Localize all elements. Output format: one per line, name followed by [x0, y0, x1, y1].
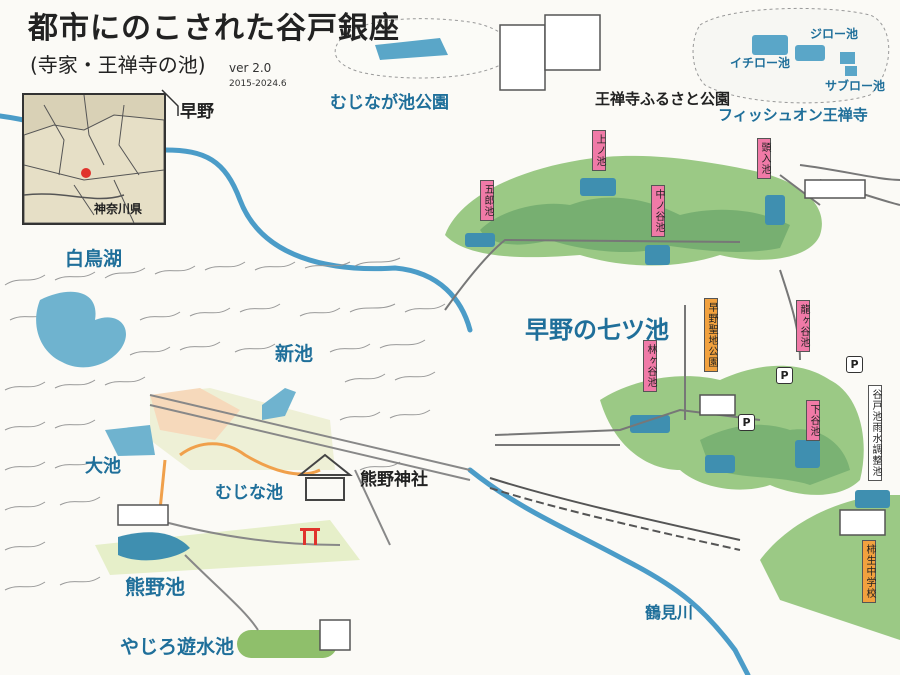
tag-school: 柿生中学校 — [862, 540, 876, 603]
tag-shimo-pond: 下谷池 — [806, 400, 820, 441]
hakucho-lake-label: 白鳥湖 — [65, 248, 123, 270]
apartment-buildings — [499, 14, 601, 91]
forest-upper-right-shade — [480, 197, 790, 253]
inset-pointer-label: 早野 — [180, 102, 214, 122]
hayano-seven-ponds-label: 早野の七ツ池 — [525, 316, 669, 344]
tag-kami-pond: 上ノ池 — [592, 130, 606, 171]
parking-marker-1: P — [776, 367, 793, 384]
tag-naka-pond: 中ノ谷池 — [651, 185, 665, 237]
kumano-shrine-drawing — [297, 453, 353, 545]
ichiro-pond-water — [752, 35, 788, 55]
saburo-pond-water — [840, 52, 855, 64]
parking-marker-2: P — [738, 414, 755, 431]
mujina-pond-label: むじな池 — [215, 483, 283, 503]
ichiro-pond-label: イチロー池 — [730, 56, 791, 70]
right-roads — [444, 164, 900, 446]
version-label: ver 2.0 — [229, 61, 272, 75]
inset-locator-map: 神奈川県 — [22, 93, 166, 225]
ozenji-furusato-park-label: 王禅寺ふるさと公園 — [595, 90, 731, 108]
yajiro-pond-label: やじろ遊水池 — [120, 636, 235, 658]
shin-pond-label: 新池 — [275, 343, 314, 365]
right-buildings — [699, 179, 886, 536]
field-green-stripes — [95, 520, 360, 575]
yajiro-pond-water — [237, 630, 337, 658]
map-subtitle: (寺家・王禅寺の池) — [30, 53, 206, 77]
road-lower-right-b — [489, 487, 741, 551]
tsurumi-river-label: 鶴見川 — [645, 603, 694, 622]
jiro-pond-label: ジロー池 — [810, 27, 859, 41]
left-terrain-hatching — [4, 257, 446, 591]
tag-hayashi-pond: 林ヶ谷池 — [643, 340, 657, 392]
date-range-label: 2015-2024.6 — [229, 79, 287, 89]
o-pond-water — [105, 425, 155, 456]
inset-regions — [24, 95, 164, 223]
tag-goro-pond: 五郎池 — [480, 180, 494, 221]
o-pond-label: 大池 — [85, 456, 121, 477]
shin-pond-water — [262, 388, 296, 420]
kumano-shrine-label: 熊野神社 — [360, 470, 428, 490]
inset-pointer-line — [161, 89, 179, 116]
right-ponds — [465, 178, 890, 508]
tag-hayano-park: 早野聖地公園 — [704, 298, 718, 372]
tag-iriiri-pond: 頭入池 — [757, 138, 771, 179]
tag-yato-detention: 谷戸池雨水調整池 — [868, 385, 882, 481]
road-lower-right — [489, 477, 741, 541]
kumano-pond-water — [118, 532, 190, 561]
tag-ryuga-pond: 龍ヶ谷池 — [796, 300, 810, 352]
buildings-left — [117, 504, 351, 651]
mujinaga-park-label: むじなが池公園 — [330, 93, 449, 113]
kumano-pond-label: 熊野池 — [125, 575, 185, 599]
parking-marker-3: P — [846, 356, 863, 373]
inset-prefecture-label: 神奈川県 — [94, 202, 143, 216]
hakucho-lake-water — [36, 291, 126, 368]
tsurumi-river — [467, 467, 751, 675]
map-title: 都市にのこされた谷戸銀座 — [28, 11, 400, 46]
mujinaga-pond-water — [375, 38, 448, 60]
fishon-ozenji-label: フィッシュオン王禅寺 — [718, 106, 868, 124]
jiro-pond-water — [795, 45, 825, 61]
saburo-pond-water-2 — [845, 66, 857, 76]
saburo-pond-label: サブロー池 — [825, 79, 886, 93]
fishon-ozenji-area — [692, 7, 890, 104]
